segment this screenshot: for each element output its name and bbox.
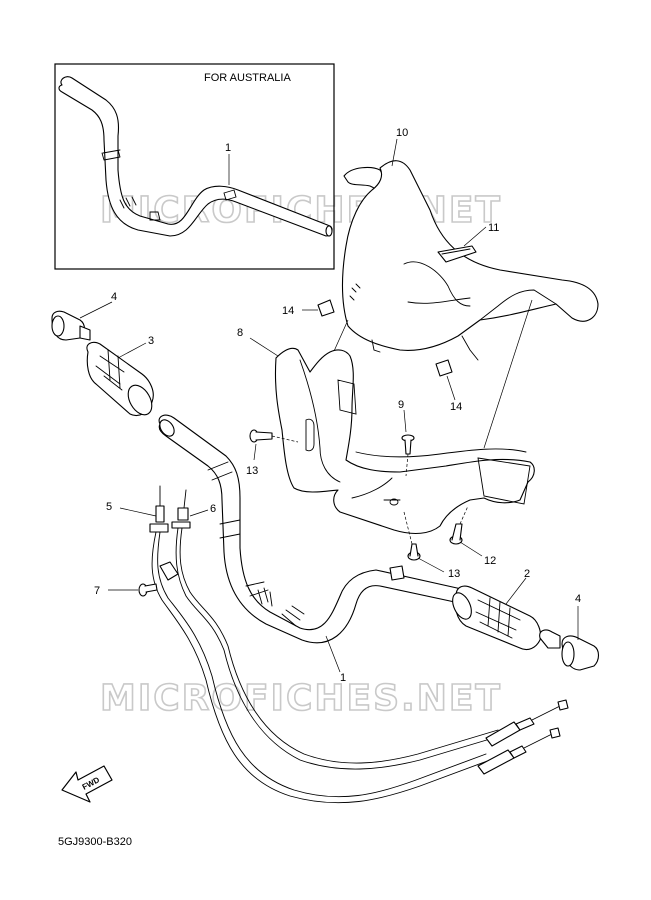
part-2-grip-right — [452, 585, 542, 651]
dash-13b — [403, 511, 413, 545]
callout-5: 5 — [106, 501, 112, 513]
part-10-front-cover — [341, 160, 599, 361]
part-3-grip-left — [86, 341, 154, 417]
part-12-screw — [449, 523, 463, 545]
leader-6 — [189, 509, 209, 517]
part-6-cable — [159, 489, 501, 770]
callout-1: 1 — [340, 672, 346, 684]
cable-ends — [477, 699, 569, 775]
callout-10: 10 — [396, 127, 408, 139]
leader-2 — [505, 577, 527, 605]
callout-4a: 4 — [111, 291, 117, 303]
watermark-bottom: MICROFICHES.NET — [100, 678, 502, 719]
callout-12: 12 — [484, 555, 496, 567]
part-8-inner-cover — [274, 347, 535, 535]
callout-6: 6 — [210, 503, 216, 515]
part-7-screw — [138, 583, 158, 597]
leader-13a — [253, 443, 257, 461]
inset-australia: FOR AUSTRALIA 1 — [54, 63, 335, 270]
part-14-clip-b — [435, 359, 453, 377]
part-4-bar-end-left — [51, 310, 91, 341]
inset-handlebar — [58, 76, 333, 237]
leader-11 — [463, 226, 487, 247]
callout-13a: 13 — [246, 465, 258, 477]
callout-9: 9 — [398, 399, 404, 411]
callout-2: 2 — [524, 568, 530, 580]
leader-8 — [249, 337, 279, 357]
part-13-screw-b — [407, 543, 421, 561]
leader-9 — [403, 409, 407, 433]
callout-11: 11 — [488, 222, 499, 234]
leader-12 — [459, 541, 483, 557]
callout-8: 8 — [237, 327, 243, 339]
leader-13b — [417, 557, 445, 573]
callout-14b: 14 — [450, 401, 462, 413]
callout-3: 3 — [148, 335, 154, 347]
leader-3 — [117, 342, 147, 359]
leader-14b — [446, 375, 456, 401]
dash-9 — [405, 453, 409, 477]
callout-7: 7 — [94, 585, 100, 597]
callout-14a: 14 — [282, 305, 294, 317]
callout-inset-1: 1 — [225, 142, 231, 154]
part-13-screw-a — [249, 429, 273, 443]
part-14-clip-a — [317, 299, 335, 317]
callout-4b: 4 — [575, 593, 581, 605]
fwd-arrow-icon: FWD — [61, 765, 113, 803]
leader-4a — [79, 301, 113, 319]
align-line-a — [483, 299, 533, 449]
leader-5 — [119, 507, 157, 517]
callout-13b: 13 — [448, 568, 460, 580]
dash-12 — [459, 505, 469, 525]
diagram-code: 5GJ9300-B320 — [58, 836, 132, 848]
part-4-bar-end-right — [539, 629, 600, 671]
dash-13a — [271, 435, 299, 443]
leader-10 — [391, 138, 398, 167]
part-5-cable — [149, 485, 491, 804]
part-9-screw — [401, 434, 415, 455]
inset-label: FOR AUSTRALIA — [204, 72, 291, 84]
leader-1 — [325, 635, 341, 673]
